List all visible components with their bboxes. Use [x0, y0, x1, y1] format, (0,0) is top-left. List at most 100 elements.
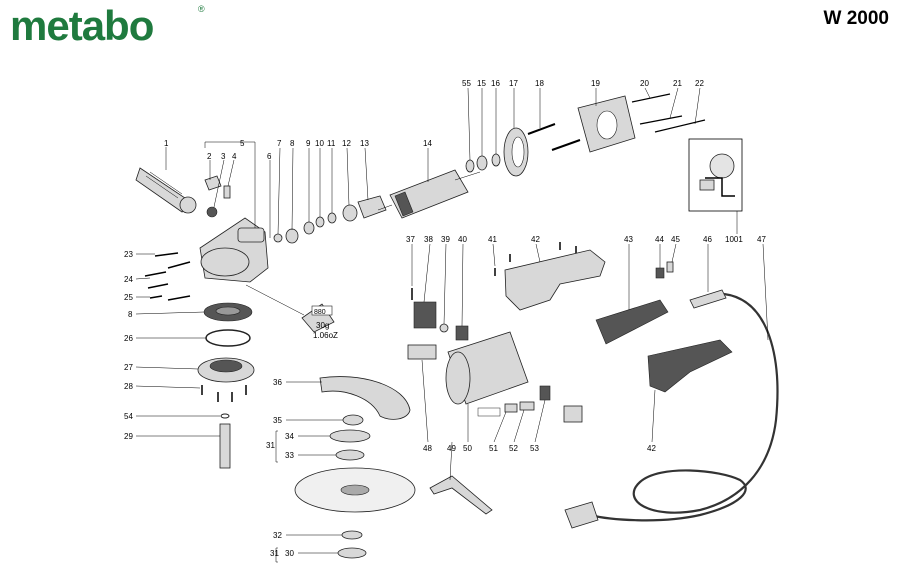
callout-41: 41 [488, 235, 497, 244]
callout-9: 9 [306, 139, 311, 148]
callout-55: 55 [462, 79, 471, 88]
callout-20: 20 [640, 79, 649, 88]
part-45-clip [666, 261, 674, 273]
callout-38: 38 [424, 235, 433, 244]
callout-19: 19 [591, 79, 600, 88]
part-10-washer [315, 216, 325, 228]
callout-8b: 8 [128, 310, 133, 319]
callout-14: 14 [423, 139, 432, 148]
callout-12: 12 [342, 139, 351, 148]
part-40-switch [455, 325, 469, 341]
part-4-screw [223, 185, 231, 199]
part-30-nut [337, 547, 367, 559]
grease-tube [301, 303, 335, 333]
callout-30: 30 [285, 549, 294, 558]
callout-25: 25 [124, 293, 133, 302]
part-3-nut [206, 206, 218, 218]
callout-31b: 31 [270, 549, 279, 558]
power-plug [564, 501, 599, 529]
callout-11: 11 [327, 139, 336, 148]
callout-51: 51 [489, 444, 498, 453]
callout-4: 4 [232, 152, 237, 161]
callout-15: 15 [477, 79, 486, 88]
part-47-power-cord [589, 292, 779, 522]
part-26-oring [205, 329, 251, 347]
callout-2: 2 [207, 152, 212, 161]
part-44-clip [655, 267, 665, 279]
brand-logo: metabo [10, 2, 154, 49]
callout-48: 48 [423, 444, 432, 453]
part-52-label [519, 401, 535, 411]
part-35-flange [342, 414, 364, 426]
callout-31a: 31 [266, 441, 275, 450]
screws-23-25 [144, 252, 191, 301]
part-20-wire [631, 93, 671, 103]
part-46-cable-sleeve [689, 289, 727, 309]
part-9-washer [303, 221, 315, 235]
part-49-wrench [429, 475, 493, 515]
part-51-label [504, 403, 518, 413]
callout-1001: 1001 [725, 235, 743, 244]
part-18-screws [527, 123, 556, 135]
inset-detail-1001 [688, 138, 743, 212]
part-39-clip [439, 323, 449, 333]
grinding-disc [294, 467, 416, 513]
leader-lines [135, 87, 769, 563]
part-2-cap [204, 175, 222, 191]
part-33-flange [335, 449, 365, 461]
part-8-bearing [285, 228, 299, 244]
callout-37: 37 [406, 235, 415, 244]
part-43-switch-block [595, 299, 669, 345]
part-53-switch [539, 385, 551, 401]
armature [377, 169, 481, 219]
part-36-guard [319, 376, 411, 420]
callout-29: 29 [124, 432, 133, 441]
gear-housing [199, 217, 269, 283]
part-15-bearing [476, 155, 488, 171]
callout-3: 3 [221, 152, 226, 161]
callout-8a: 8 [290, 139, 295, 148]
part-29-spindle [219, 423, 231, 469]
grease-weight-oz: 1.06oZ [313, 331, 338, 340]
callout-42b: 42 [647, 444, 656, 453]
grease-tube-label: 880 [314, 309, 326, 316]
callout-22: 22 [695, 79, 704, 88]
callout-26: 26 [124, 334, 133, 343]
callout-24: 24 [124, 275, 133, 284]
callout-16: 16 [491, 79, 500, 88]
part-34-flange [329, 429, 371, 443]
callout-21: 21 [673, 79, 682, 88]
callout-53: 53 [530, 444, 539, 453]
part-42-handle-top [504, 249, 606, 311]
part-11-washer [327, 212, 337, 224]
model-title: W 2000 [823, 8, 889, 29]
callout-7: 7 [277, 139, 282, 148]
side-handle [135, 167, 197, 214]
part-42-handle-bottom [647, 339, 733, 393]
part-32-nut [341, 530, 363, 540]
part-27-flange [197, 357, 255, 383]
callout-40: 40 [458, 235, 467, 244]
callout-44: 44 [655, 235, 664, 244]
callout-6: 6 [267, 152, 272, 161]
callout-36: 36 [273, 378, 282, 387]
callout-10: 10 [315, 139, 324, 148]
callout-39: 39 [441, 235, 450, 244]
callout-5: 5 [240, 139, 245, 148]
part-21-wire [639, 115, 683, 125]
callout-35: 35 [273, 416, 282, 425]
part-16-ring [491, 153, 501, 167]
callout-49: 49 [447, 444, 456, 453]
part-53-cover [563, 405, 583, 423]
part-22-wire [654, 119, 706, 133]
callout-13: 13 [360, 139, 369, 148]
grease-weight-g: 30g [316, 321, 329, 330]
callout-46: 46 [703, 235, 712, 244]
part-50-motor-housing [445, 331, 529, 417]
registered-mark: ® [198, 4, 205, 14]
callout-34: 34 [285, 432, 294, 441]
part-7-ring [273, 233, 283, 243]
part-28-screws [201, 385, 247, 402]
callout-47: 47 [757, 235, 766, 244]
callout-45: 45 [671, 235, 680, 244]
